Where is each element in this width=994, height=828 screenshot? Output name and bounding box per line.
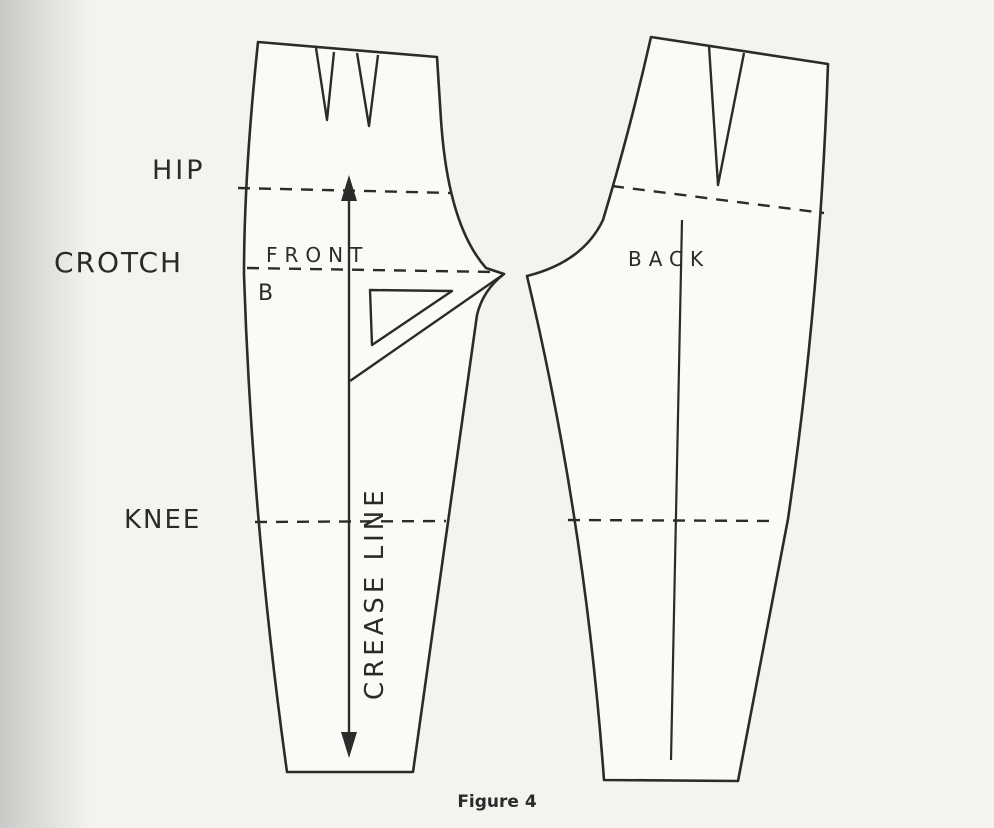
page-edge-shadow <box>0 0 90 828</box>
front-knee-line <box>254 519 447 524</box>
back-knee-line <box>567 518 779 523</box>
figure-caption: Figure 4 <box>0 792 994 812</box>
front-dart-2 <box>355 52 380 128</box>
crease-arrow-bottom-head <box>341 732 357 758</box>
back-hip-line <box>611 184 825 215</box>
knee-label: KNEE <box>124 505 201 535</box>
crease-line-label: CREASE LINE <box>360 486 390 700</box>
front-dart-1 <box>314 47 336 122</box>
back-label: BACK <box>628 247 710 271</box>
crotch-label: CROTCH <box>54 246 183 279</box>
front-pattern-piece <box>237 40 506 774</box>
dart-triangle-marker <box>368 288 454 347</box>
back-grain-line <box>669 219 684 761</box>
point-b-label: B <box>258 281 273 306</box>
crease-arrow-top-head <box>341 175 357 201</box>
hip-label: HIP <box>152 155 206 186</box>
back-dart <box>707 45 746 187</box>
front-outline <box>242 40 506 774</box>
figure-caption-text: Figure 4 <box>457 792 537 812</box>
front-label: FRONT <box>266 243 369 267</box>
crotch-extension-line <box>349 273 505 382</box>
back-pattern-piece <box>525 35 830 783</box>
